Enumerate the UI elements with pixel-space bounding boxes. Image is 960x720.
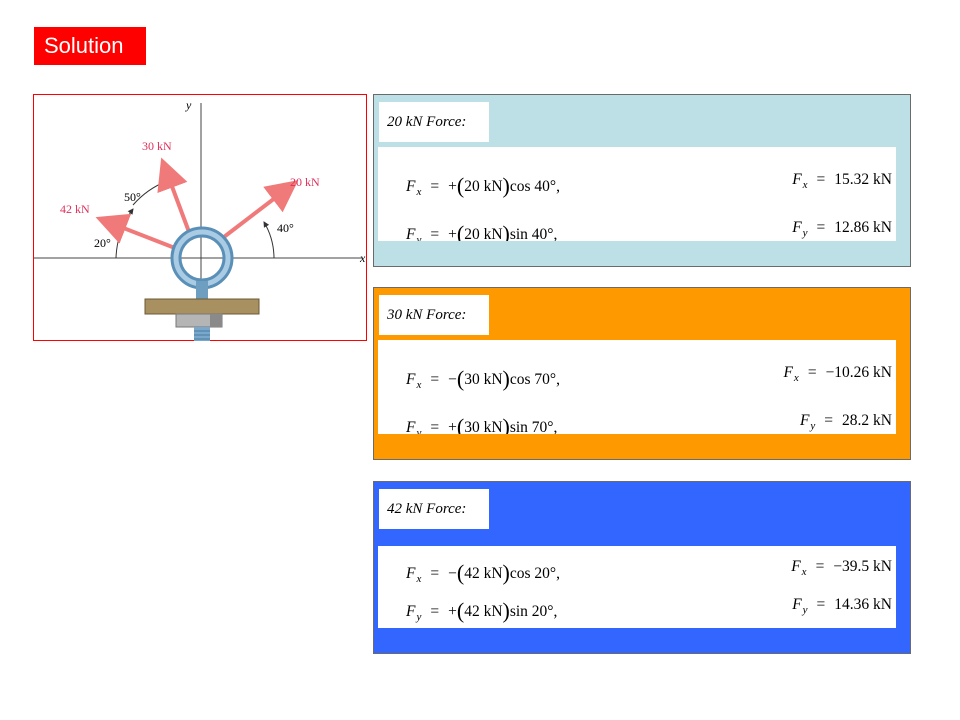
equation-box: Fx=−(30 kN)cos 70°, Fx=−10.26 kN Fy=+(30…	[378, 340, 896, 434]
x-axis-label: x	[359, 251, 366, 265]
angle-arc-40	[263, 221, 275, 259]
result-fy: Fy=12.86 kN	[792, 219, 892, 239]
result-fy: Fy=14.36 kN	[792, 596, 892, 616]
angle-arc-20	[115, 208, 134, 259]
panel-42kn-force: 42 kN Force: Fx=−(42 kN)cos 20°, Fx=−39.…	[373, 481, 911, 654]
slide-title: Solution	[34, 27, 146, 65]
equation-box: Fx=−(42 kN)cos 20°, Fx=−39.5 kN Fy=+(42 …	[378, 546, 896, 628]
result-fx: Fx=15.32 kN	[792, 171, 892, 191]
label-42kn: 42 kN	[60, 202, 90, 216]
equation-box: Fx=+(20 kN)cos 40°, Fx=15.32 kN Fy=+(20 …	[378, 147, 896, 241]
label-angle-50: 50°	[124, 190, 141, 204]
label-angle-40: 40°	[277, 221, 294, 235]
force-diagram: x y 30 kN 20 kN 42 kN 50° 40° 20°	[34, 98, 366, 341]
force-arrow-42kn	[95, 213, 181, 252]
label-angle-20: 20°	[94, 236, 111, 250]
force-arrow-20kn	[218, 180, 299, 242]
panel-heading: 42 kN Force:	[379, 489, 489, 529]
equation-fx: Fx=−(30 kN)cos 70°,	[406, 366, 560, 391]
panel-heading: 30 kN Force:	[379, 295, 489, 335]
y-axis-label: y	[185, 98, 192, 112]
equation-fy: Fy=+(20 kN)sin 40°,	[406, 221, 558, 241]
equation-fy: Fy=+(42 kN)sin 20°,	[406, 598, 558, 623]
eyebolt-figure: x y 30 kN 20 kN 42 kN 50° 40° 20°	[33, 94, 367, 341]
label-30kn: 30 kN	[142, 139, 172, 153]
panel-heading: 20 kN Force:	[379, 102, 489, 142]
label-20kn: 20 kN	[290, 175, 320, 189]
equation-fy: Fy=+(30 kN)sin 70°,	[406, 414, 558, 434]
result-fy: Fy=28.2 kN	[799, 412, 892, 432]
force-arrow-30kn	[157, 157, 194, 241]
equation-fx: Fx=−(42 kN)cos 20°,	[406, 560, 560, 585]
panel-20kn-force: 20 kN Force: Fx=+(20 kN)cos 40°, Fx=15.3…	[373, 94, 911, 267]
result-fx: Fx=−39.5 kN	[791, 558, 892, 578]
eyebolt-icon	[144, 226, 260, 341]
equation-fx: Fx=+(20 kN)cos 40°,	[406, 173, 560, 198]
result-fx: Fx=−10.26 kN	[783, 364, 892, 384]
panel-30kn-force: 30 kN Force: Fx=−(30 kN)cos 70°, Fx=−10.…	[373, 287, 911, 460]
